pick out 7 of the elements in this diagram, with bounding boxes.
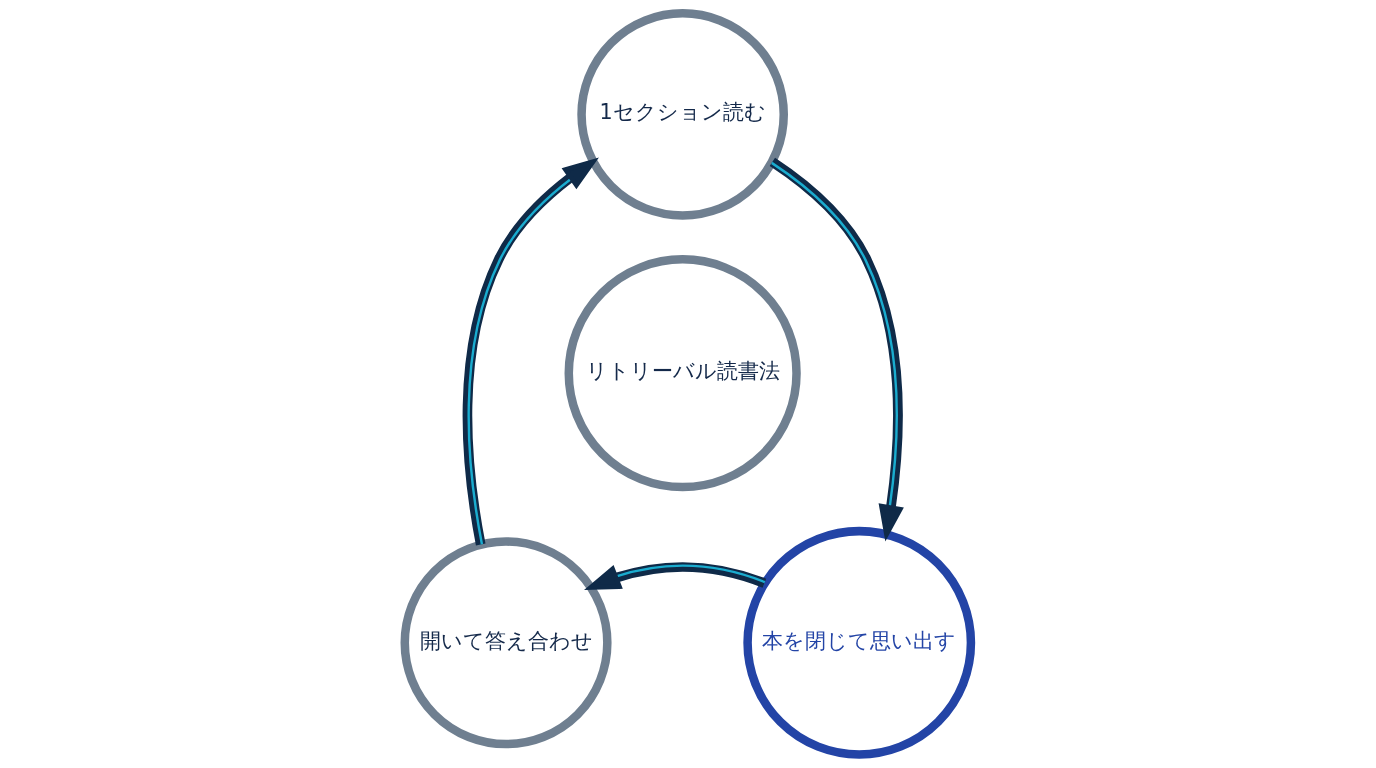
arrow <box>584 562 767 591</box>
node-circle: 本を閉じて思い出す <box>743 526 976 759</box>
node-circle: 開いて答え合わせ <box>400 537 612 749</box>
arrow <box>462 157 599 546</box>
node-circle: リトリーバル読書法 <box>564 255 801 492</box>
arrow <box>769 157 904 542</box>
node-circle: 1セクション読む <box>577 9 788 220</box>
